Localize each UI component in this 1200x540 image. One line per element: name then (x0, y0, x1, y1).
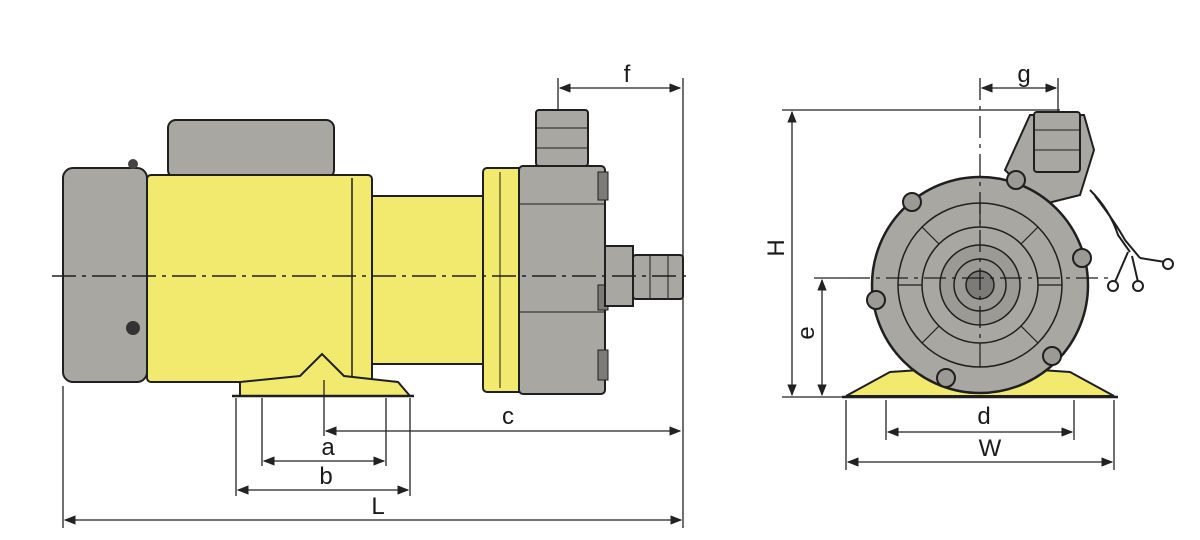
cable-terminal-icon (1132, 280, 1144, 292)
label-c: c (502, 403, 514, 430)
dimension-labels: f a c b L g H e d W (319, 61, 1030, 520)
bolt-icon (902, 192, 922, 212)
label-f: f (624, 61, 631, 88)
bracket (371, 195, 485, 365)
pump-casing (518, 165, 606, 395)
label-H: H (763, 239, 790, 256)
bolt-icon (1006, 170, 1026, 190)
bolt-icon (1042, 346, 1062, 366)
mounting-foot (239, 352, 413, 397)
front-discharge-nozzle (1033, 111, 1081, 173)
cable-terminal-icon (1162, 258, 1174, 270)
label-g: g (1017, 61, 1030, 88)
side-view (52, 109, 690, 398)
grease-nipple-icon (128, 159, 138, 169)
label-b: b (319, 463, 332, 490)
label-e: e (793, 326, 820, 339)
cable-terminal-icon (1107, 280, 1119, 292)
casing-bolts (866, 170, 1092, 388)
front-view (842, 78, 1174, 399)
motor-body (146, 174, 373, 383)
discharge-nozzle (535, 109, 589, 167)
label-d: d (977, 403, 990, 430)
motor-end-cover (62, 167, 148, 383)
bolt-icon (866, 290, 886, 310)
front-view-dimensions (782, 78, 1115, 470)
bolt-icon (936, 368, 956, 388)
bolt-icon (1072, 248, 1092, 268)
drain-plug-icon (126, 321, 140, 335)
flange (482, 167, 524, 393)
label-a: a (321, 434, 335, 461)
label-W: W (979, 435, 1002, 462)
terminal-box (167, 119, 335, 179)
label-L: L (371, 493, 384, 520)
power-cable (1089, 189, 1166, 283)
side-view-dimensions (62, 78, 684, 528)
